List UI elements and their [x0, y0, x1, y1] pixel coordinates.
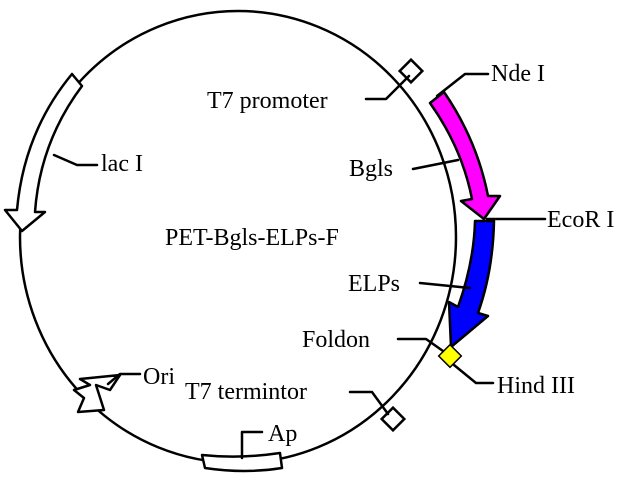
plasmid-title: PET-Bgls-ELPs-F: [165, 225, 339, 251]
foldon-leader: [396, 337, 445, 353]
label-t7-promoter: T7 promoter: [207, 88, 328, 114]
label-ecor-i: EcoR I: [547, 207, 614, 233]
label-lac-i: lac I: [101, 151, 143, 177]
t7-promoter-leader: [364, 74, 411, 101]
label-ap: Ap: [268, 421, 297, 447]
t7-terminator-leader: [348, 390, 390, 416]
bgls-leader: [411, 158, 460, 171]
nde-i-leader: [435, 72, 490, 98]
ori-leader: [106, 372, 142, 386]
label-bgls: Bgls: [349, 156, 393, 182]
bgls-arrow: [428, 90, 502, 221]
hind-iii-leader: [452, 363, 495, 385]
label-nde-i: Nde I: [491, 61, 545, 87]
lac-i-leader: [52, 153, 99, 167]
t7-promoter-marker: [397, 57, 425, 85]
ap-box: [200, 451, 284, 473]
label-elps: ELPs: [348, 271, 400, 297]
foldon-marker: [437, 343, 463, 369]
elps-arrow: [447, 219, 496, 349]
label-foldon: Foldon: [302, 327, 370, 353]
elps-leader: [418, 281, 472, 290]
ap-leader: [240, 430, 264, 460]
label-hind-iii: Hind III: [497, 373, 575, 399]
lac-i-arrow: [3, 72, 84, 233]
label-t7-terminator: T7 termintor: [185, 379, 307, 405]
label-ori: Ori: [143, 364, 175, 390]
